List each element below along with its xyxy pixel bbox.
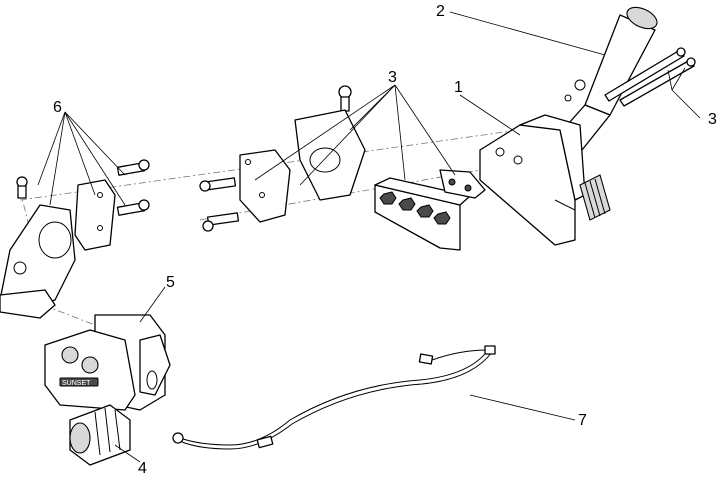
- knob-part-4: [69, 404, 131, 466]
- pins-part-3: [604, 47, 696, 107]
- throttle-housing-part-1: [479, 114, 611, 246]
- callout-numbers: 1 2 3 3 4 5 6 7: [53, 3, 717, 477]
- cable-part-7: [172, 345, 496, 450]
- clamp-assembly-part-3: [199, 85, 486, 251]
- callout-3-right: 3: [708, 111, 717, 128]
- leader-lines: [37, 11, 701, 463]
- callout-2: 2: [436, 3, 445, 20]
- callout-7: 7: [578, 412, 587, 429]
- control-housing-part-5: SUNSET: [44, 314, 171, 411]
- logo-text: SUNSET: [62, 380, 91, 387]
- callout-1: 1: [454, 79, 463, 96]
- callout-3-center: 3: [388, 69, 397, 86]
- handlebar-clamp-part-6: [0, 159, 150, 319]
- callout-6: 6: [53, 99, 62, 116]
- callout-5: 5: [166, 274, 175, 291]
- callout-4: 4: [138, 460, 147, 477]
